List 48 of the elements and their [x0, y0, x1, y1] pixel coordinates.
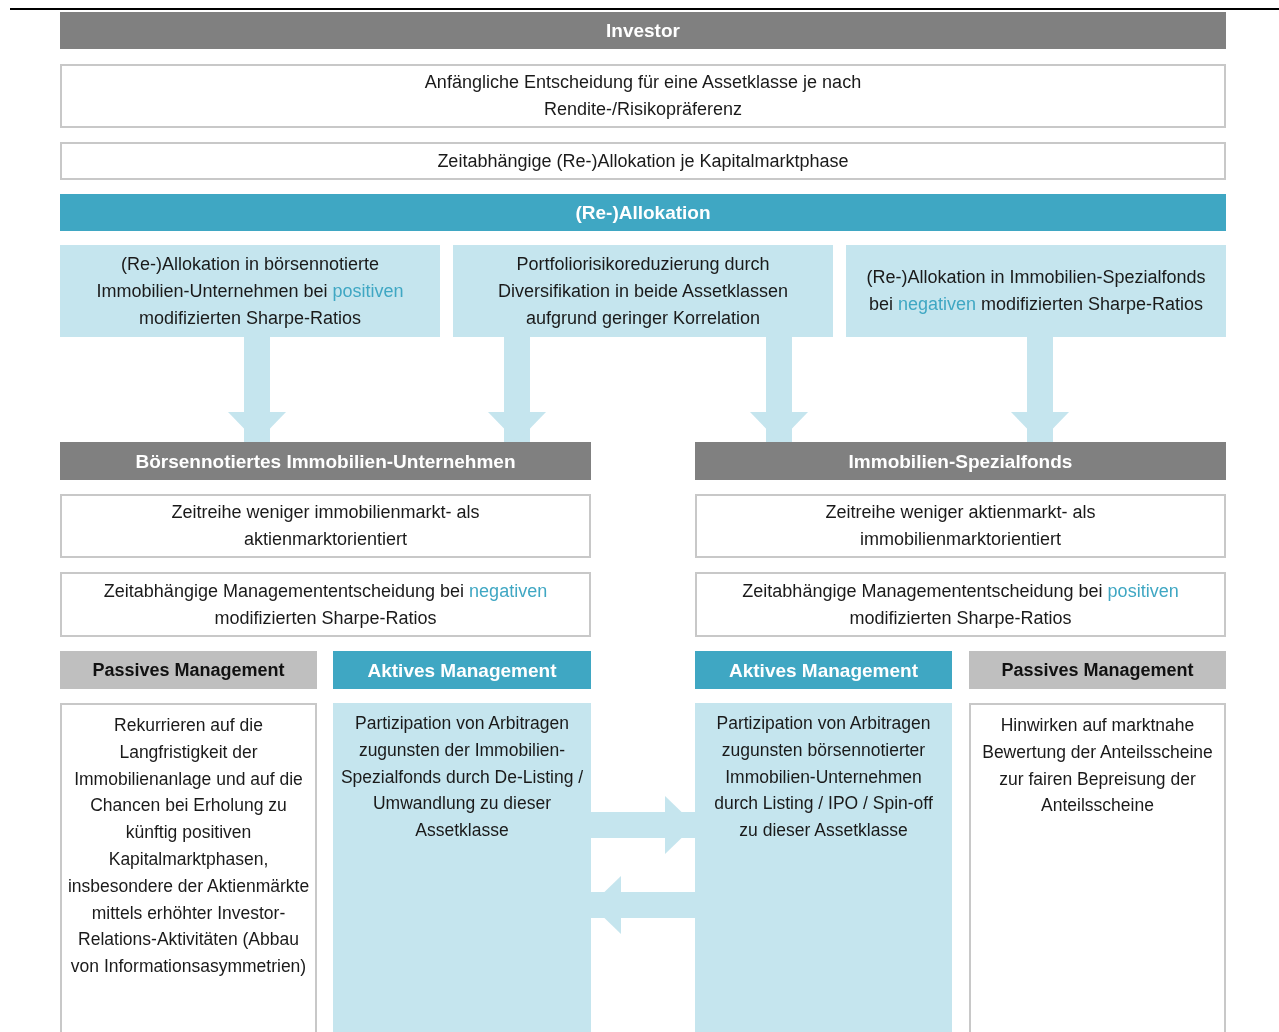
- block-arrow: [591, 796, 695, 854]
- header-text: Aktives Management: [367, 658, 557, 683]
- header-bar: [60, 194, 1226, 231]
- header-text: Investor: [606, 19, 680, 43]
- box-text: Zeitabhängige (Re-)Allokation je Kapitalmarktphase: [437, 149, 849, 173]
- header-bar: [695, 442, 1226, 480]
- block-arrow: [750, 337, 808, 442]
- text-box: [333, 703, 591, 1032]
- box-text: Zeitreihe weniger aktienmarkt- als immobilienmarktorientiert: [824, 501, 1097, 551]
- text-box: [695, 572, 1226, 637]
- text-box: [695, 703, 952, 1032]
- header-text: Börsennotiertes Immobilien-Unternehmen: [135, 449, 516, 474]
- header-text: Aktives Management: [729, 658, 918, 683]
- text-box: [60, 245, 440, 337]
- box-text: Anfängliche Entscheidung für eine Assetklasse je nach Rendite-/Risikopräferenz: [423, 71, 863, 121]
- header-text: Passives Management: [1001, 658, 1194, 682]
- block-arrow: [228, 337, 286, 442]
- text-box: [60, 64, 1226, 128]
- header-text: Immobilien-Spezialfonds: [848, 449, 1073, 474]
- header-bar: [333, 651, 591, 689]
- box-text: Rekurrieren auf die Langfristigkeit der Immobilienanlage und auf die Chancen bei Erholung zu künftig positiven Kapitalmarktphasen, insbesondere der Aktienmärkte mittels erhöhter Investor-Relations-Aktivitäten (Abbau von Informationsasymmetrien): [66, 714, 311, 979]
- header-bar: [60, 651, 317, 689]
- box-text: Hinwirken auf marktnahe Bewertung der Anteilsscheine zur fairen Bepreisung der Anteilsscheine: [981, 714, 1214, 818]
- block-arrow: [591, 876, 695, 934]
- text-box: [846, 245, 1226, 337]
- box-text: Zeitabhängige Managemententscheidung bei negativen modifizierten Sharpe-Ratios: [102, 579, 549, 630]
- header-bar: [60, 442, 591, 480]
- header-bar: [60, 12, 1226, 49]
- text-box: [969, 703, 1226, 1032]
- box-text: Portfoliorisikoreduzierung durch Diversifikation in beide Assetklassen aufgrund geringer Korrelation: [496, 252, 790, 330]
- header-bar: [695, 651, 952, 689]
- box-text: Partizipation von Arbitragen zugunsten der Immobilien-Spezialfonds durch De-Listing / Umwandlung zu dieser Assetklasse: [339, 712, 585, 843]
- block-arrow: [1011, 337, 1069, 442]
- box-text: (Re-)Allokation in Immobilien-Spezialfonds bei negativen modifizierten Sharpe-Ratios: [865, 266, 1207, 316]
- box-text: (Re-)Allokation in börsennotierte Immobilien-Unternehmen bei positiven modifizierten Sharpe-Ratios: [95, 252, 405, 330]
- text-box: [453, 245, 833, 337]
- header-text: (Re-)Allokation: [575, 201, 711, 225]
- text-box: [60, 494, 591, 558]
- text-box: [60, 142, 1226, 180]
- text-box: [60, 572, 591, 637]
- box-text: Zeitabhängige Managemententscheidung bei positiven modifizierten Sharpe-Ratios: [741, 579, 1180, 630]
- box-text: Partizipation von Arbitragen zugunsten börsennotierter Immobilien-Unternehmen durch Listing / IPO / Spin-off zu dieser Assetklasse: [713, 712, 934, 843]
- block-arrow: [488, 337, 546, 442]
- header-text: Passives Management: [92, 658, 285, 682]
- box-text: Zeitreihe weniger immobilienmarkt- als aktienmarktorientiert: [170, 501, 481, 551]
- header-bar: [969, 651, 1226, 689]
- text-box: [60, 703, 317, 1032]
- text-box: [695, 494, 1226, 558]
